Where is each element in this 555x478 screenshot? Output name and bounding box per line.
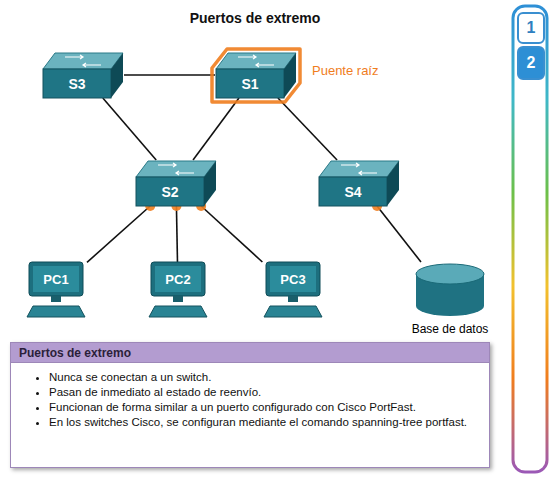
switch-node: S3 [42, 52, 124, 98]
db-node: Base de datos [405, 262, 495, 336]
link-line [193, 98, 239, 160]
bullet-item: Pasan de inmediato al estado de reenvío. [49, 385, 479, 400]
bullet-item: En los switches Cisco, se configuran med… [49, 415, 479, 430]
link-line [176, 206, 177, 262]
pc-icon [262, 262, 324, 318]
bullet-item: Funcionan de forma similar a un puerto c… [49, 400, 479, 415]
switch-node: S2 [135, 160, 217, 206]
link-line [377, 206, 421, 262]
switch-label: S4 [318, 177, 388, 206]
bullet-item: Nunca se conectan a un switch. [49, 370, 479, 385]
pc-label: PC1 [33, 266, 79, 292]
switch-label: S2 [135, 177, 205, 206]
link-line [103, 98, 156, 160]
link-line [87, 206, 150, 262]
pc-node: PC3 [262, 262, 324, 318]
tab-node: 2 [517, 46, 545, 80]
root-bridge-label: Puente raíz [312, 63, 379, 78]
pc-node: PC2 [147, 262, 209, 318]
tab-number: 2 [519, 48, 543, 78]
pc-icon [147, 262, 209, 318]
switch-label: S3 [42, 69, 112, 98]
diagram-title: Puertos de extremo [0, 10, 510, 26]
tab-number: 1 [519, 14, 543, 42]
pc-node: PC1 [25, 262, 87, 318]
pc-label: PC2 [155, 266, 201, 292]
box-body: Nunca se conectan a un switch.Pasan de i… [11, 364, 489, 467]
database-label: Base de datos [395, 322, 505, 336]
database-icon [414, 262, 486, 318]
pc-label: PC3 [270, 266, 316, 292]
switch-node: S4 [318, 160, 400, 206]
tab-node: 1 [517, 12, 545, 44]
pc-icon [25, 262, 87, 318]
link-line [124, 74, 215, 76]
link-line [278, 98, 337, 160]
box-node: Puertos de extremoNunca se conectan a un… [10, 342, 490, 468]
bullet-list: Nunca se conectan a un switch.Pasan de i… [11, 370, 479, 430]
link-line [201, 206, 262, 262]
box-heading: Puertos de extremo [11, 343, 489, 363]
switch-label: S1 [215, 69, 285, 98]
tab-rail [513, 6, 547, 472]
switch-node: S1 [215, 52, 297, 98]
